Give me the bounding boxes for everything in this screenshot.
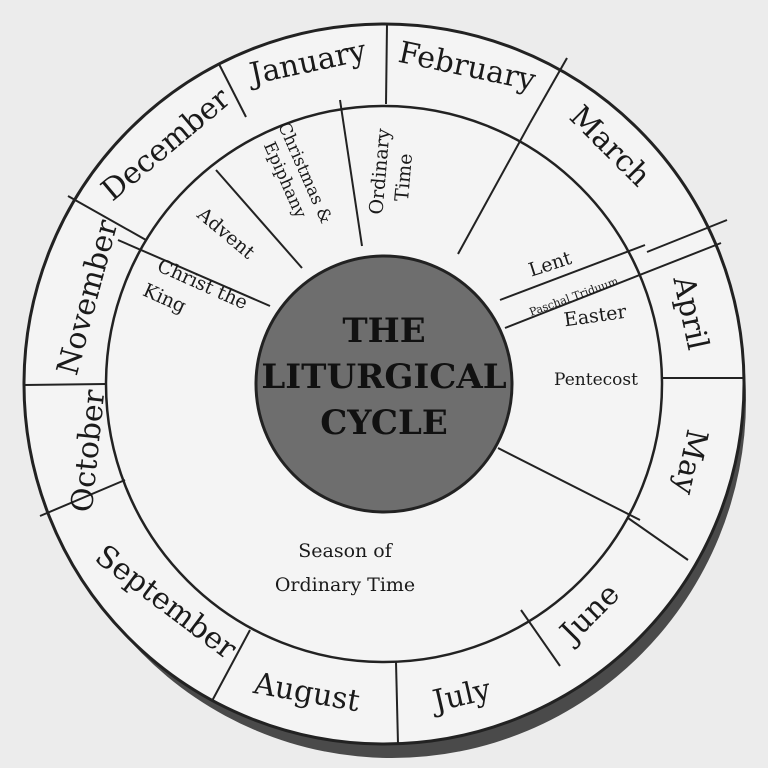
center-title-line1: THE: [342, 311, 425, 351]
month-dividers: [23, 23, 744, 745]
season-dividers: [117, 99, 722, 521]
center-title-line2: LITURGICAL: [261, 357, 506, 397]
season-ordinary-time-line1: Season of: [298, 540, 393, 562]
season-pentecost: Pentecost: [554, 370, 638, 390]
center-title-line3: CYCLE: [320, 403, 448, 443]
center-disc: [254, 254, 514, 514]
season-ordinary-line2: Time: [391, 153, 417, 203]
season-ordinary-time-line2: Ordinary Time: [275, 574, 415, 596]
